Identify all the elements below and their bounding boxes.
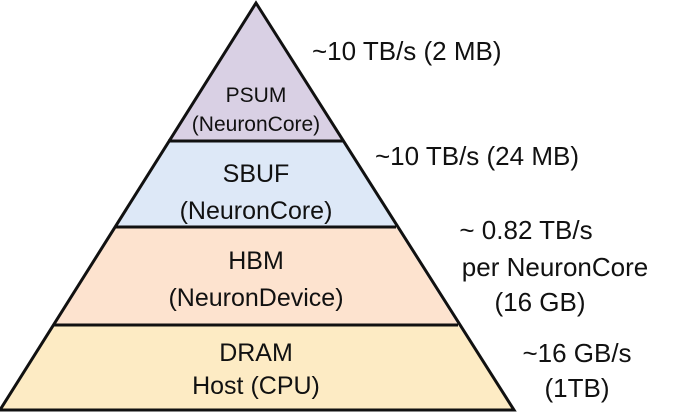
sbuf-label: SBUF — [223, 160, 290, 188]
dram-label: DRAM — [219, 339, 293, 367]
psum-label: PSUM — [226, 84, 287, 107]
hbm-capacity: (16 GB) — [494, 287, 585, 317]
dram-capacity: (1TB) — [545, 373, 610, 403]
dram-bandwidth: ~16 GB/s — [522, 338, 631, 368]
sbuf-sublabel: (NeuronCore) — [180, 197, 333, 225]
psum-bandwidth: ~10 TB/s (2 MB) — [312, 36, 502, 66]
sbuf-bandwidth: ~10 TB/s (24 MB) — [375, 141, 579, 171]
hbm-sublabel: (NeuronDevice) — [168, 284, 343, 312]
hbm-label: HBM — [228, 247, 284, 275]
pyramid-outline — [0, 0, 517, 412]
hbm-bandwidth-scope: per NeuronCore — [462, 252, 648, 282]
sbuf-tier — [116, 141, 396, 227]
dram-tier — [0, 325, 514, 410]
hbm-tier — [54, 227, 458, 325]
psum-sublabel: (NeuronCore) — [192, 113, 320, 136]
psum-tier — [168, 3, 343, 141]
hbm-bandwidth: ~ 0.82 TB/s — [459, 215, 592, 245]
dram-sublabel: Host (CPU) — [192, 372, 320, 400]
